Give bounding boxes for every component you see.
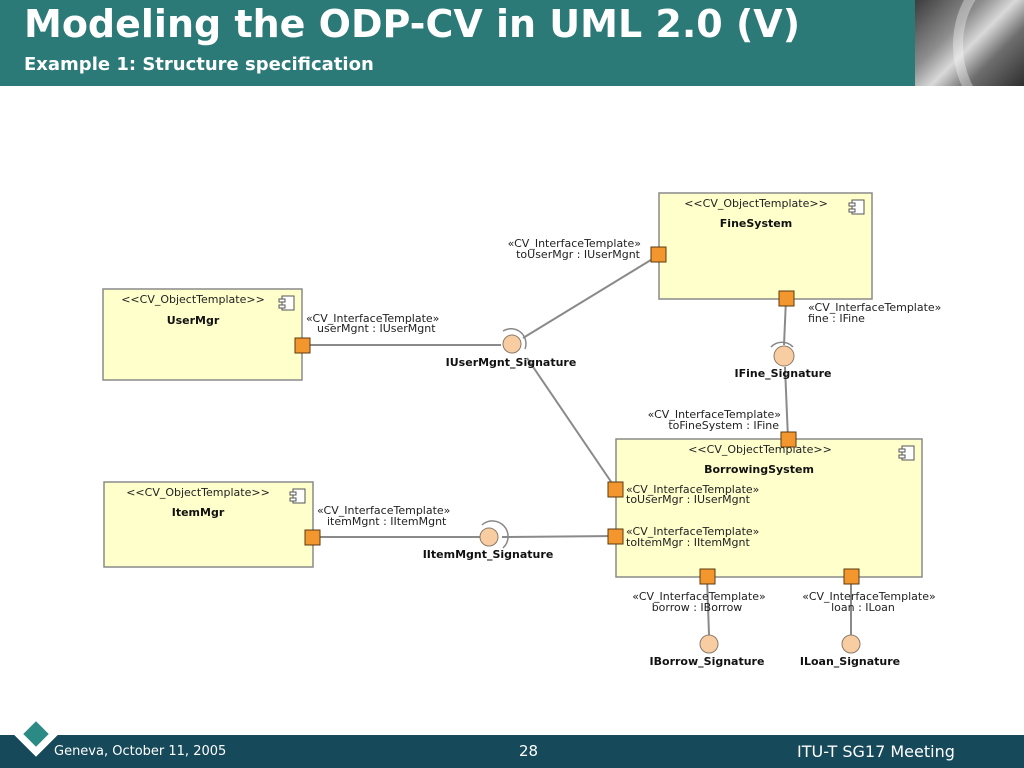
footer-meeting: ITU-T SG17 Meeting [797,742,955,761]
signature-label: IBorrow_Signature [650,655,765,668]
component-icon [289,488,306,504]
port-tofinesystem [780,431,797,448]
signature-label: IFine_Signature [735,367,832,380]
port-borrow [699,568,716,585]
port-stereotype: «CV_InterfaceTemplate» [508,237,641,250]
component-icon [848,199,865,215]
port-stereotype: «CV_InterfaceTemplate» [626,525,759,538]
port-stereotype: «CV_InterfaceTemplate» [306,312,439,325]
port-usermgnt [294,337,311,354]
port-tousermgr-finesystem [650,246,667,263]
signature-iusermgnt: IUserMgnt_Signature [446,327,577,369]
connector-tofinesystem [784,366,789,440]
port-tousermgr-borrowing [607,481,624,498]
port-label: itemMgnt : IItemMgnt [327,515,447,528]
port-label: toFineSystem : IFine [668,419,779,432]
footer-page-number: 28 [519,742,539,760]
connector-borrow-port [706,576,710,636]
slide-header: Modeling the ODP-CV in UML 2.0 (V) Examp… [0,0,915,86]
component-name: ItemMgr [172,506,225,519]
signature-iitemmgnt: IItemMgnt_Signature [423,520,554,561]
signature-iborrow: IBorrow_Signature [650,634,765,668]
component-itemmgr: <<CV_ObjectTemplate>> ItemMgr [103,481,314,568]
signature-ifine: IFine_Signature [735,341,832,380]
port-itemmgnt [304,529,321,546]
connector-fine-port [783,298,787,346]
port-stereotype: «CV_InterfaceTemplate» [802,590,935,603]
port-stereotype: «CV_InterfaceTemplate» [626,483,759,496]
port-stereotype: «CV_InterfaceTemplate» [648,408,781,421]
component-finesystem: <<CV_ObjectTemplate>> FineSystem [658,192,873,300]
connector-toitemmgr [501,535,617,538]
port-label: fine : IFine [808,312,865,325]
signature-label: IUserMgnt_Signature [446,356,577,369]
signature-label: IItemMgnt_Signature [423,548,554,561]
component-stereotype: <<CV_ObjectTemplate>> [684,197,828,210]
port-toitemmgr [607,528,624,545]
port-stereotype: «CV_InterfaceTemplate» [317,504,450,517]
signature-iloan: ILoan_Signature [800,634,900,668]
port-label: toUserMgr : IUserMgnt [516,248,641,261]
port-label: userMgnt : IUserMgnt [317,322,436,335]
component-stereotype: <<CV_ObjectTemplate>> [126,486,270,499]
connector-finesystem-to-usermgnt [522,254,660,339]
slide-footer: Geneva, October 11, 2005 28 ITU-T SG17 M… [0,735,1024,768]
component-name: FineSystem [720,217,792,230]
signature-label: ILoan_Signature [800,655,900,668]
port-label: toItemMgr : IItemMgnt [626,536,751,549]
connector-borrowing-to-usermgnt [526,357,617,490]
port-stereotype: «CV_InterfaceTemplate» [808,301,941,314]
component-stereotype: <<CV_ObjectTemplate>> [121,293,265,306]
port-fine [778,290,795,307]
component-name: BorrowingSystem [704,463,814,476]
component-icon [898,445,915,461]
port-label: loan : ILoan [831,601,895,614]
port-stereotype: «CV_InterfaceTemplate» [632,590,765,603]
component-name: UserMgr [167,314,220,327]
component-borrowingsystem: <<CV_ObjectTemplate>> BorrowingSystem [615,438,923,578]
footer-location-date: Geneva, October 11, 2005 [54,744,227,759]
slide-title: Modeling the ODP-CV in UML 2.0 (V) [24,2,801,46]
component-stereotype: <<CV_ObjectTemplate>> [688,443,832,456]
component-usermgr: <<CV_ObjectTemplate>> UserMgr [102,288,303,381]
component-icon [278,295,295,311]
port-label: toUserMgr : IUserMgnt [626,493,751,506]
slide-subtitle: Example 1: Structure specification [24,54,374,75]
port-loan [843,568,860,585]
uml-component-diagram: <<CV_ObjectTemplate>> FineSystem <<CV_Ob… [102,192,941,668]
header-decorative-image [915,0,1024,86]
port-label: borrow : IBorrow [652,601,743,614]
